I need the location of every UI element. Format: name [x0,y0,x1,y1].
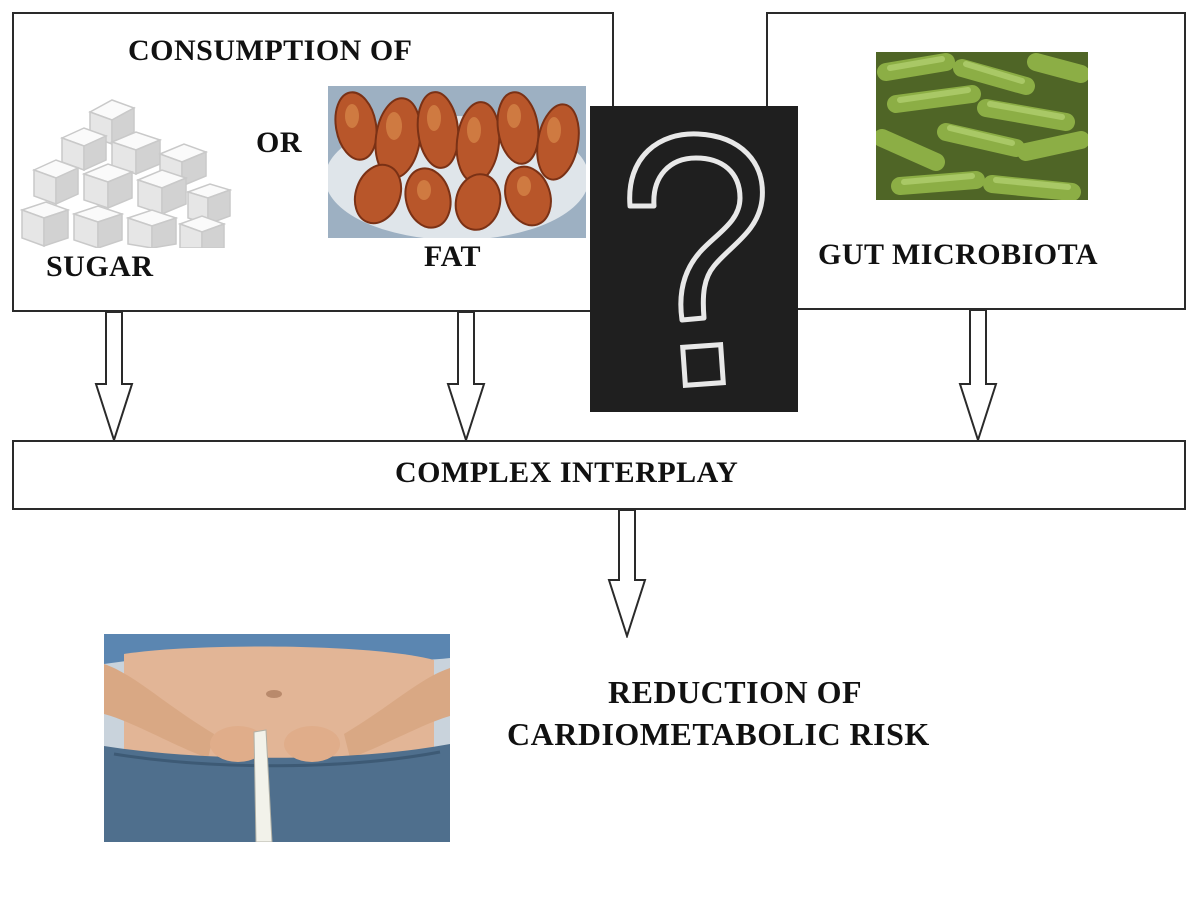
down-arrow-fat [446,312,486,442]
fried-chicken-image [328,86,586,238]
outcome-line-2: CARDIOMETABOLIC RISK [507,716,930,752]
complex-interplay-box [12,440,1186,510]
waist-measurement-image [104,634,450,842]
consumption-title: CONSUMPTION OF [128,34,413,67]
sugar-label: SUGAR [46,250,154,283]
down-arrow-sugar [94,312,134,442]
or-label: OR [256,126,302,159]
outcome-line-1: REDUCTION OF [608,674,863,710]
question-chalkboard-image [590,106,798,412]
fat-label: FAT [424,240,482,273]
bacteria-image [876,52,1088,200]
down-arrow-outcome [607,510,647,638]
question-mark-icon [627,131,765,323]
complex-interplay-label: COMPLEX INTERPLAY [395,456,739,489]
gut-microbiota-label: GUT MICROBIOTA [818,238,1099,271]
sugar-cubes-image [20,98,232,248]
down-arrow-microbiota [958,310,998,442]
